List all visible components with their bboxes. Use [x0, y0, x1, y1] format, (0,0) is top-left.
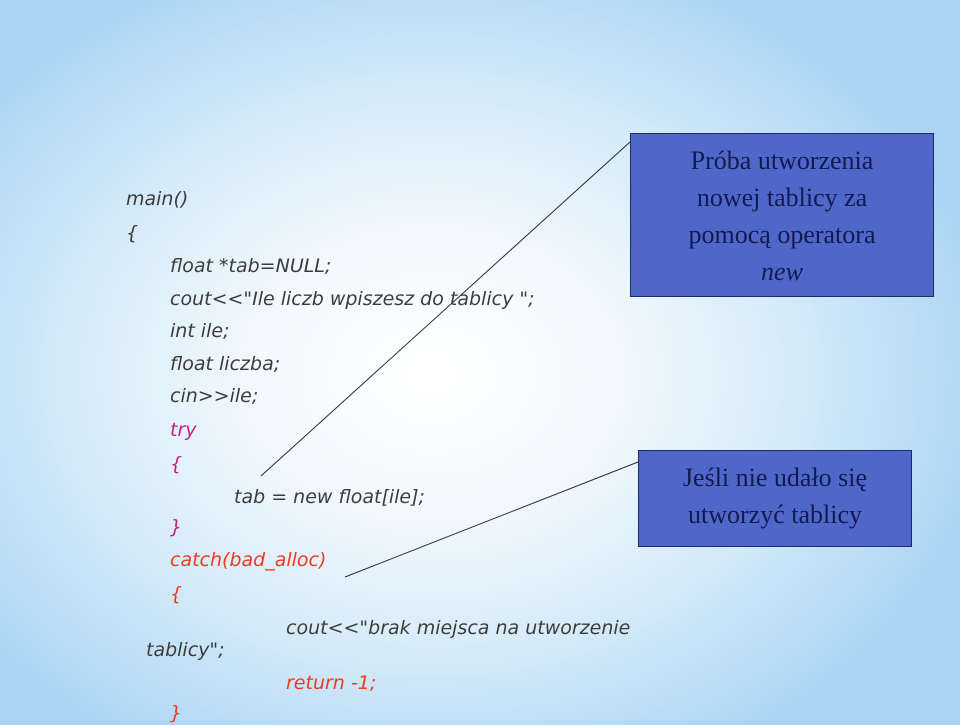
code-line: main() [126, 188, 189, 210]
callout-text-line: Próba utworzenia [690, 146, 874, 175]
callout-keyword-new: new [761, 257, 803, 286]
code-line: tablicy"; [146, 639, 225, 661]
callout-text-line: nowej tablicy za [696, 183, 868, 212]
code-line-try-close-brace: } [170, 516, 183, 538]
callout-text-line: utworzyć tablicy [688, 500, 862, 529]
code-line-catch-close-brace: } [170, 702, 183, 724]
code-line-return: return -1; [286, 672, 377, 694]
code-line: int ile; [170, 320, 230, 342]
callout-text-line: pomocą operatora [688, 220, 876, 249]
leader-line-alloc-failed [344, 461, 639, 578]
code-line: float liczba; [170, 353, 281, 375]
code-line-catch-open-brace: { [170, 583, 183, 605]
code-line: cout<<"brak miejsca na utworzenie [286, 617, 631, 639]
code-line-try: try [170, 419, 197, 441]
leader-line-new-operator [260, 141, 631, 477]
code-line-catch: catch(bad_alloc) [170, 549, 327, 571]
callout-new-operator: Próba utworzenia nowej tablicy za pomocą… [630, 133, 934, 297]
callout-text-line: Jeśli nie udało się [682, 463, 868, 492]
code-line: cout<<"Ile liczb wpiszesz do tablicy "; [170, 288, 535, 310]
code-line: { [126, 222, 139, 244]
code-line: cin>>ile; [170, 385, 259, 407]
code-line: tab = new float[ile]; [234, 486, 425, 508]
code-line: float *tab=NULL; [170, 255, 332, 277]
code-line-try-open-brace: { [170, 453, 183, 475]
callout-alloc-failed: Jeśli nie udało się utworzyć tablicy [638, 450, 912, 547]
